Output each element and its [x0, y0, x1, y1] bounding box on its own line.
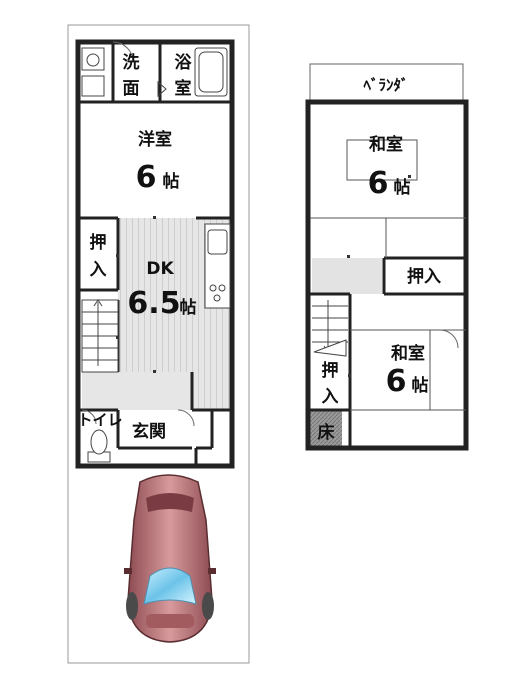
balcony-label: ﾍﾞﾗﾝﾀﾞ: [362, 76, 408, 94]
kitchen-counter-icon: [204, 223, 231, 309]
closet2-label: 押入: [407, 266, 441, 287]
closet3-label-1: 押: [322, 360, 339, 381]
western-room-label: 洋室: [138, 129, 172, 150]
western-room-size: 6: [136, 160, 157, 195]
closet1-label-1: 押: [90, 232, 107, 253]
washbasin-icon: [81, 47, 105, 97]
bath-label-1: 浴: [175, 52, 193, 73]
alcove-label: 床: [318, 422, 336, 443]
bathtub-icon: [194, 47, 228, 97]
japanese-room2-unit: 帖: [412, 375, 429, 396]
closet3-label-2: 入: [322, 387, 339, 407]
tatami-lines: [310, 139, 466, 411]
floor1-walls: [75, 39, 235, 469]
bath-label-2: 室: [175, 78, 192, 99]
floor2-walls: [305, 99, 469, 451]
grid-markers: [116, 216, 156, 373]
door-swings: [81, 41, 195, 427]
entrance-label: 玄関: [132, 421, 166, 442]
hallway-floor: [82, 372, 192, 410]
dk-size: 6.5: [127, 286, 180, 321]
floor-2: ﾍﾞﾗﾝﾀﾞ: [305, 63, 469, 451]
wash-label-2: 面: [123, 79, 140, 99]
floor2-hall-floor: [312, 258, 382, 294]
japanese-room1-size: 6: [368, 166, 389, 201]
floor2-door-swing: [439, 329, 459, 349]
alcove-floor: [310, 410, 342, 448]
dk-unit: 帖: [180, 297, 197, 318]
closet1-label-2: 入: [90, 260, 107, 280]
site-boundary: [67, 24, 250, 664]
floor2-interior-walls: [308, 256, 466, 448]
floor-1: 洗 面 浴 室 洋室 6 帖 押 入 DK 6.5 帖 トイレ 玄関: [67, 24, 250, 664]
floor2-grid-markers: [347, 175, 411, 377]
balcony: [309, 63, 464, 101]
bath-door-icon: [157, 80, 167, 98]
japanese-room1-label: 和室: [369, 134, 403, 155]
floor1-stairs: [81, 299, 119, 373]
western-room-unit: 帖: [163, 171, 180, 192]
floor2-stairs: [312, 300, 348, 357]
dk-label: DK: [146, 259, 174, 279]
japanese-room2-size: 6: [386, 364, 407, 399]
wash-label-1: 洗: [123, 52, 140, 73]
japanese-room2-label: 和室: [391, 343, 425, 364]
toilet-label: トイレ: [77, 411, 122, 429]
car-icon: [124, 474, 216, 643]
toilet-icon: [87, 429, 111, 463]
japanese-room1-unit: 帖: [394, 177, 411, 198]
